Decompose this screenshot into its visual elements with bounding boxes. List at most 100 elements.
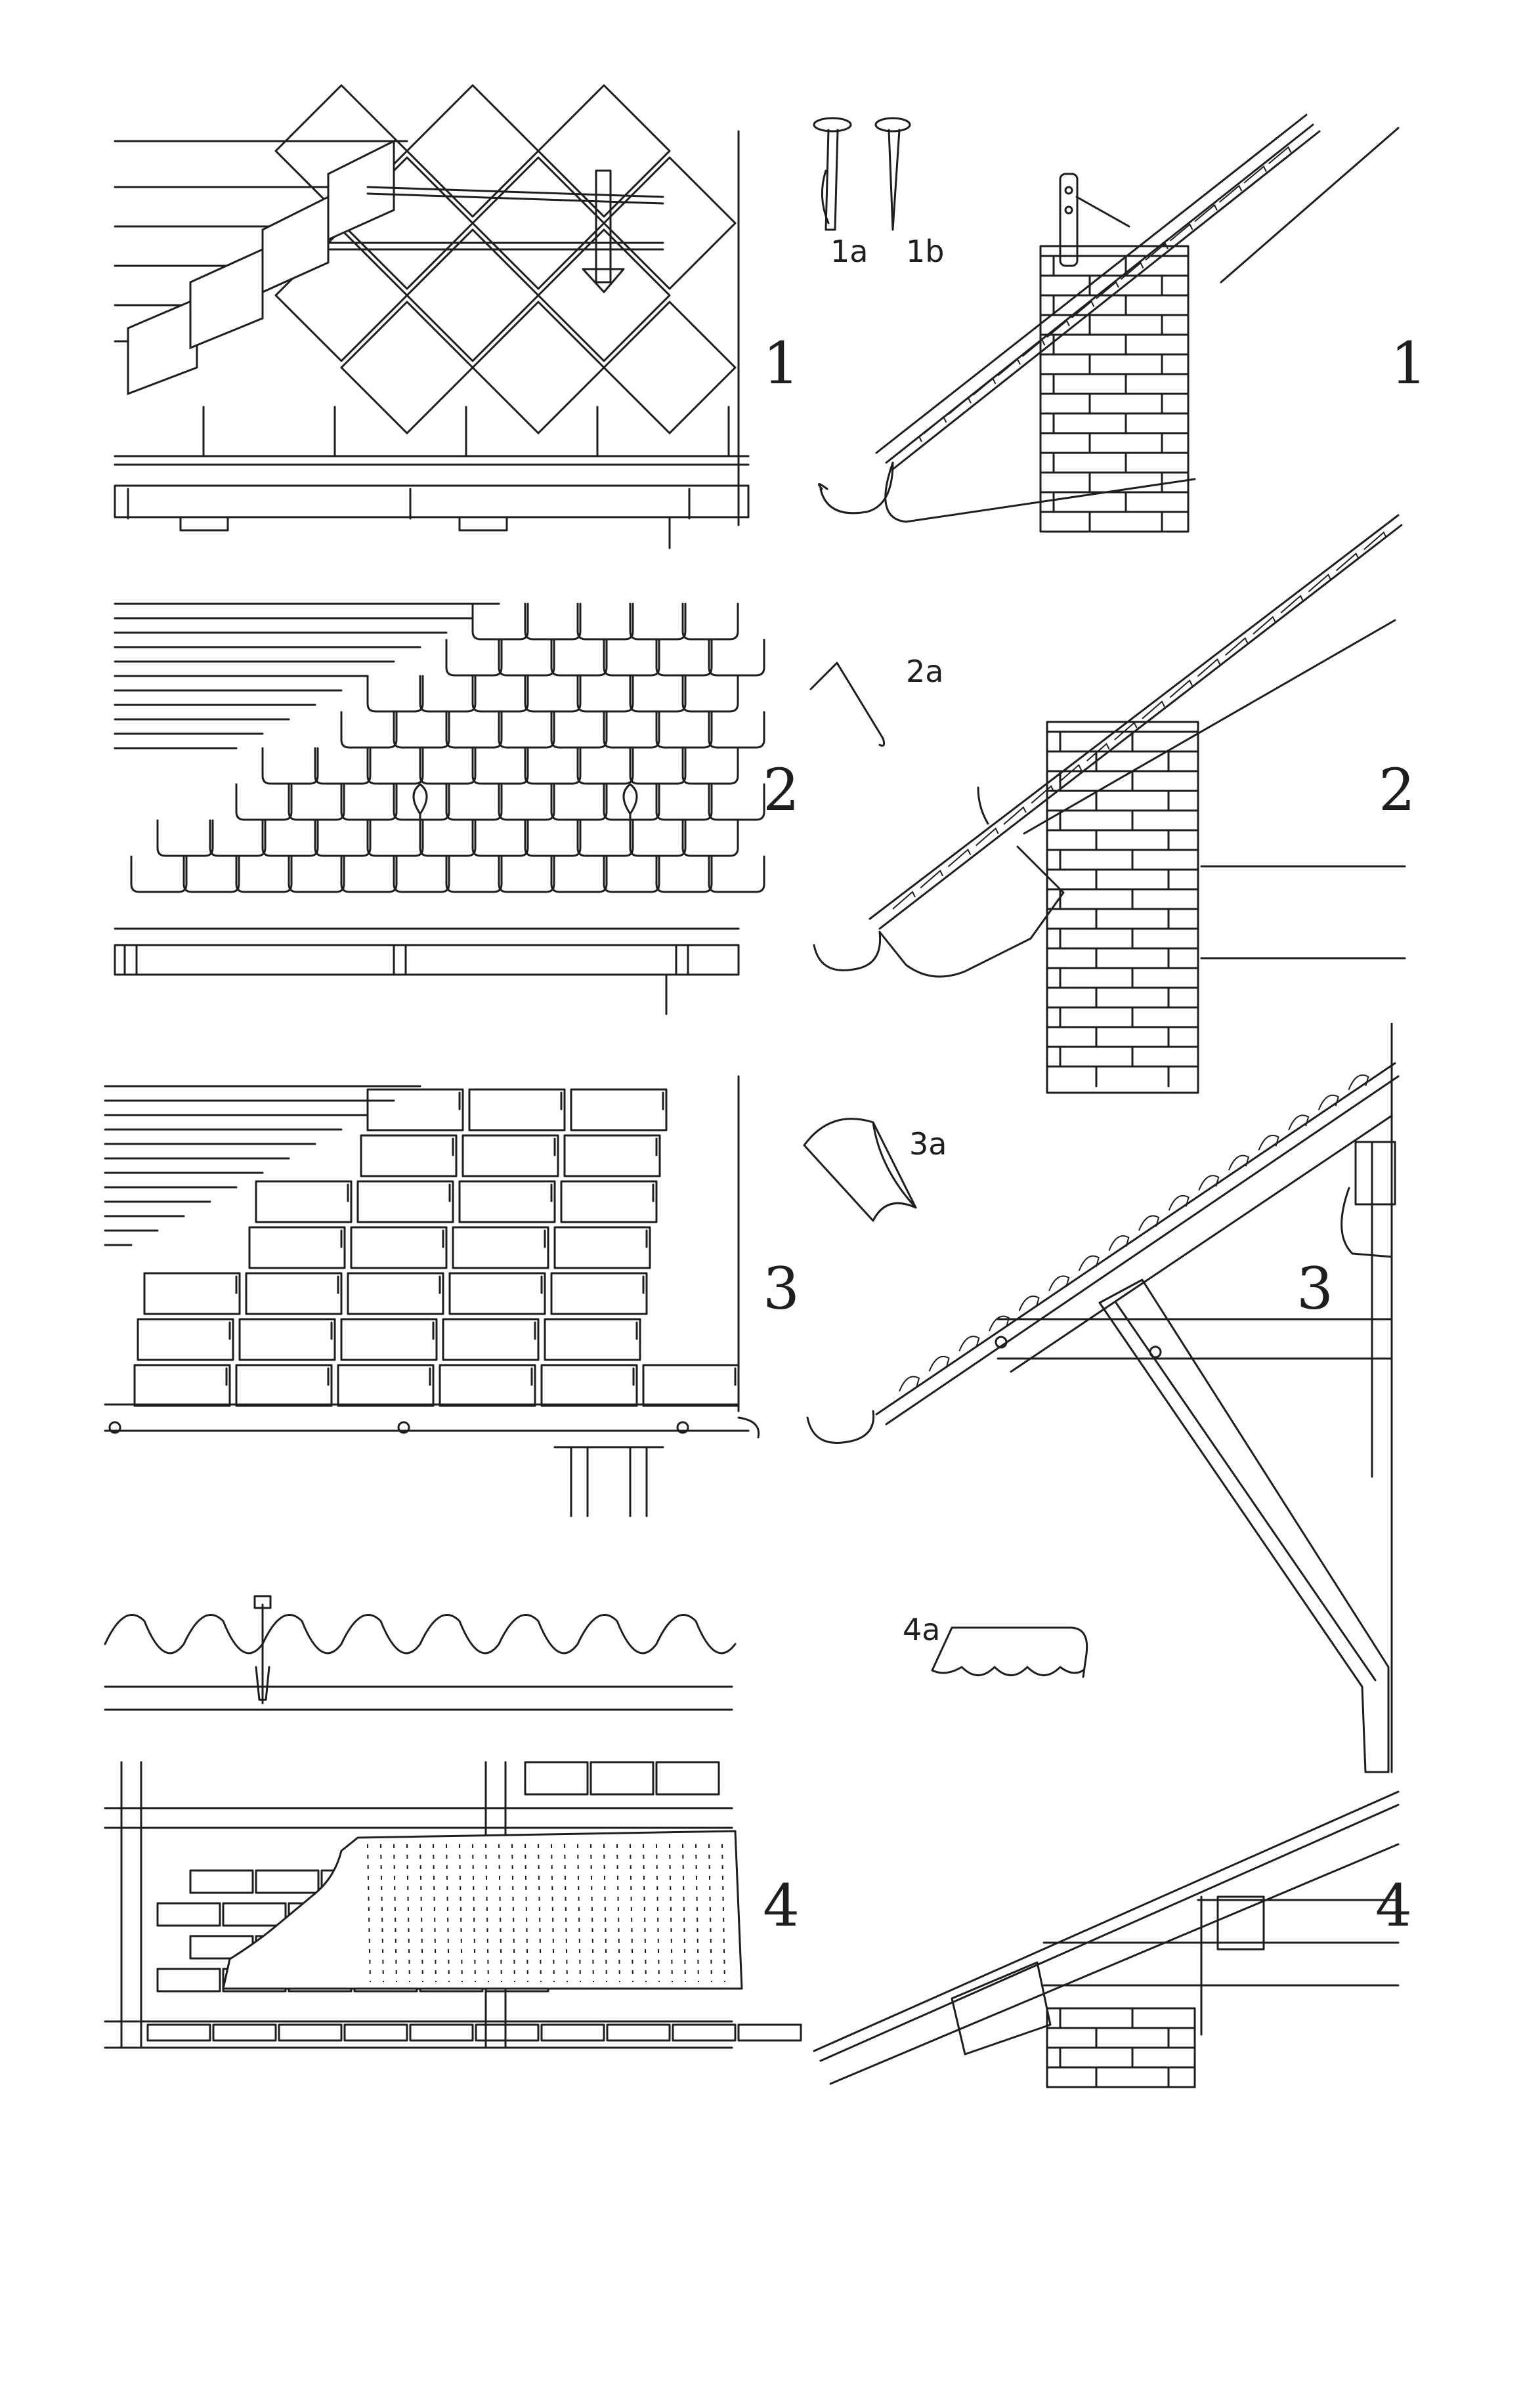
rectangular-slate — [248, 1226, 346, 1269]
rectangular-slate — [563, 1134, 661, 1177]
corrugation-hatch — [590, 1844, 594, 1983]
roof-tile-edge — [1046, 320, 1070, 338]
roof-tile-hook — [1108, 1235, 1130, 1252]
fish-scale-slate — [288, 783, 345, 821]
rectangular-slate — [540, 1364, 638, 1407]
brick — [212, 2023, 277, 2042]
roof-tile-hook — [1168, 1194, 1190, 1211]
corrugation-hatch — [630, 1844, 633, 1983]
corrugation-hatch — [643, 1844, 647, 1983]
roof-tile-edge — [899, 435, 922, 454]
fig1-section-label: 1 — [1390, 329, 1427, 397]
rectangular-slate — [238, 1318, 336, 1361]
roof-tile-hook — [1258, 1135, 1279, 1151]
corrugation-hatch — [472, 1844, 476, 1983]
fish-scale-slate — [655, 855, 713, 893]
roof-tile-edge — [1145, 242, 1169, 261]
fish-scale-slate — [471, 675, 529, 713]
fig3-section-drawing — [806, 1023, 1400, 1773]
fish-scale-slate — [524, 602, 582, 641]
rectangular-slate — [255, 1180, 353, 1223]
rectangular-slate — [452, 1226, 549, 1269]
fig4-elevation-drawing — [104, 1761, 802, 2049]
roof-tile-edge — [1021, 339, 1046, 357]
corrugation-hatch — [406, 1844, 410, 1983]
corrugation-hatch — [695, 1844, 699, 1983]
roof-tile-hook — [1288, 1114, 1310, 1131]
fig2-section-drawing — [813, 514, 1406, 1094]
fig1-detail-label-b: 1b — [906, 234, 945, 269]
roof-tile-edge — [976, 827, 999, 847]
rectangular-slate — [439, 1364, 536, 1407]
fish-scale-slate — [445, 783, 503, 821]
roof-tile-edge — [1086, 742, 1110, 762]
fish-scale-slate — [393, 783, 450, 821]
fish-scale-slate — [629, 819, 687, 857]
roof-tile-edge — [1194, 203, 1218, 222]
roof-tile-edge — [947, 848, 972, 868]
fish-scale-slate — [603, 783, 660, 821]
corrugation-hatch — [393, 1844, 397, 1983]
fish-scale-slate — [340, 855, 398, 893]
roof-tile-hook — [1318, 1094, 1339, 1110]
fig1-section-drawing — [818, 114, 1400, 533]
fish-scale-slate — [130, 855, 188, 893]
fig4-section-label: 4 — [1375, 1872, 1412, 1939]
roof-tile-edge — [1243, 165, 1267, 184]
fig4-section-drawing — [813, 1790, 1400, 2088]
fig1-detail-label-a: 1a — [830, 234, 869, 269]
fish-scale-slate — [209, 819, 267, 857]
corrugation-hatch — [498, 1844, 502, 1983]
fig4-profile-drawing — [104, 1595, 737, 1711]
fish-scale-slate — [471, 819, 529, 857]
rectangular-slate — [347, 1272, 444, 1315]
fish-scale-slate — [629, 602, 687, 641]
fish-scale-slate — [314, 747, 372, 785]
corrugation-hatch — [367, 1844, 371, 1983]
roof-tile-edge — [1280, 595, 1304, 614]
fish-scale-slate — [550, 639, 608, 677]
roof-tile-edge — [948, 396, 972, 415]
fish-scale-slate — [340, 711, 398, 749]
fish-scale-slate — [550, 783, 608, 821]
fish-scale-slate — [681, 602, 739, 641]
brick — [672, 2023, 737, 2042]
rectangular-slate — [544, 1318, 641, 1361]
diamond-slate — [340, 301, 474, 434]
fish-scale-slate — [445, 639, 503, 677]
rectangular-slate — [448, 1272, 546, 1315]
fish-scale-slate — [708, 783, 765, 821]
roof-tile-edge — [1142, 700, 1165, 719]
corrugation-hatch — [603, 1844, 607, 1983]
rectangular-slate — [553, 1226, 651, 1269]
roof-tile-edge — [972, 377, 997, 396]
roof-tile-hook — [928, 1355, 950, 1372]
fish-scale-slate — [576, 602, 634, 641]
roof-tile-edge — [1071, 300, 1095, 319]
roof-tile-edge — [1003, 806, 1027, 825]
corrugation-hatch — [682, 1844, 686, 1983]
brick — [156, 1968, 221, 1993]
fish-scale-slate — [393, 711, 450, 749]
brick — [737, 2023, 802, 2042]
fig2-hook-drawing — [809, 662, 886, 747]
corrugation-hatch — [525, 1844, 528, 1983]
roof-tile-edge — [1031, 785, 1055, 804]
roof-tile-edge — [1169, 679, 1193, 698]
fish-scale-slate — [366, 675, 424, 713]
roof-tile-edge — [997, 358, 1021, 377]
roof-tile-hook — [958, 1336, 980, 1352]
diamond-slate — [537, 228, 671, 362]
corrugation-hatch — [721, 1844, 725, 1983]
roof-tile-edge — [1218, 184, 1243, 203]
fish-scale-slate — [708, 855, 765, 893]
fish-scale-slate — [235, 783, 293, 821]
fish-scale-slate — [629, 675, 687, 713]
fish-scale-slate — [576, 747, 634, 785]
brick — [409, 2023, 474, 2042]
rectangular-slate — [550, 1272, 648, 1315]
fish-scale-slate — [603, 711, 660, 749]
roof-tile-hook — [1048, 1275, 1070, 1292]
fish-scale-slate — [340, 783, 398, 821]
fish-scale-slate — [261, 747, 319, 785]
